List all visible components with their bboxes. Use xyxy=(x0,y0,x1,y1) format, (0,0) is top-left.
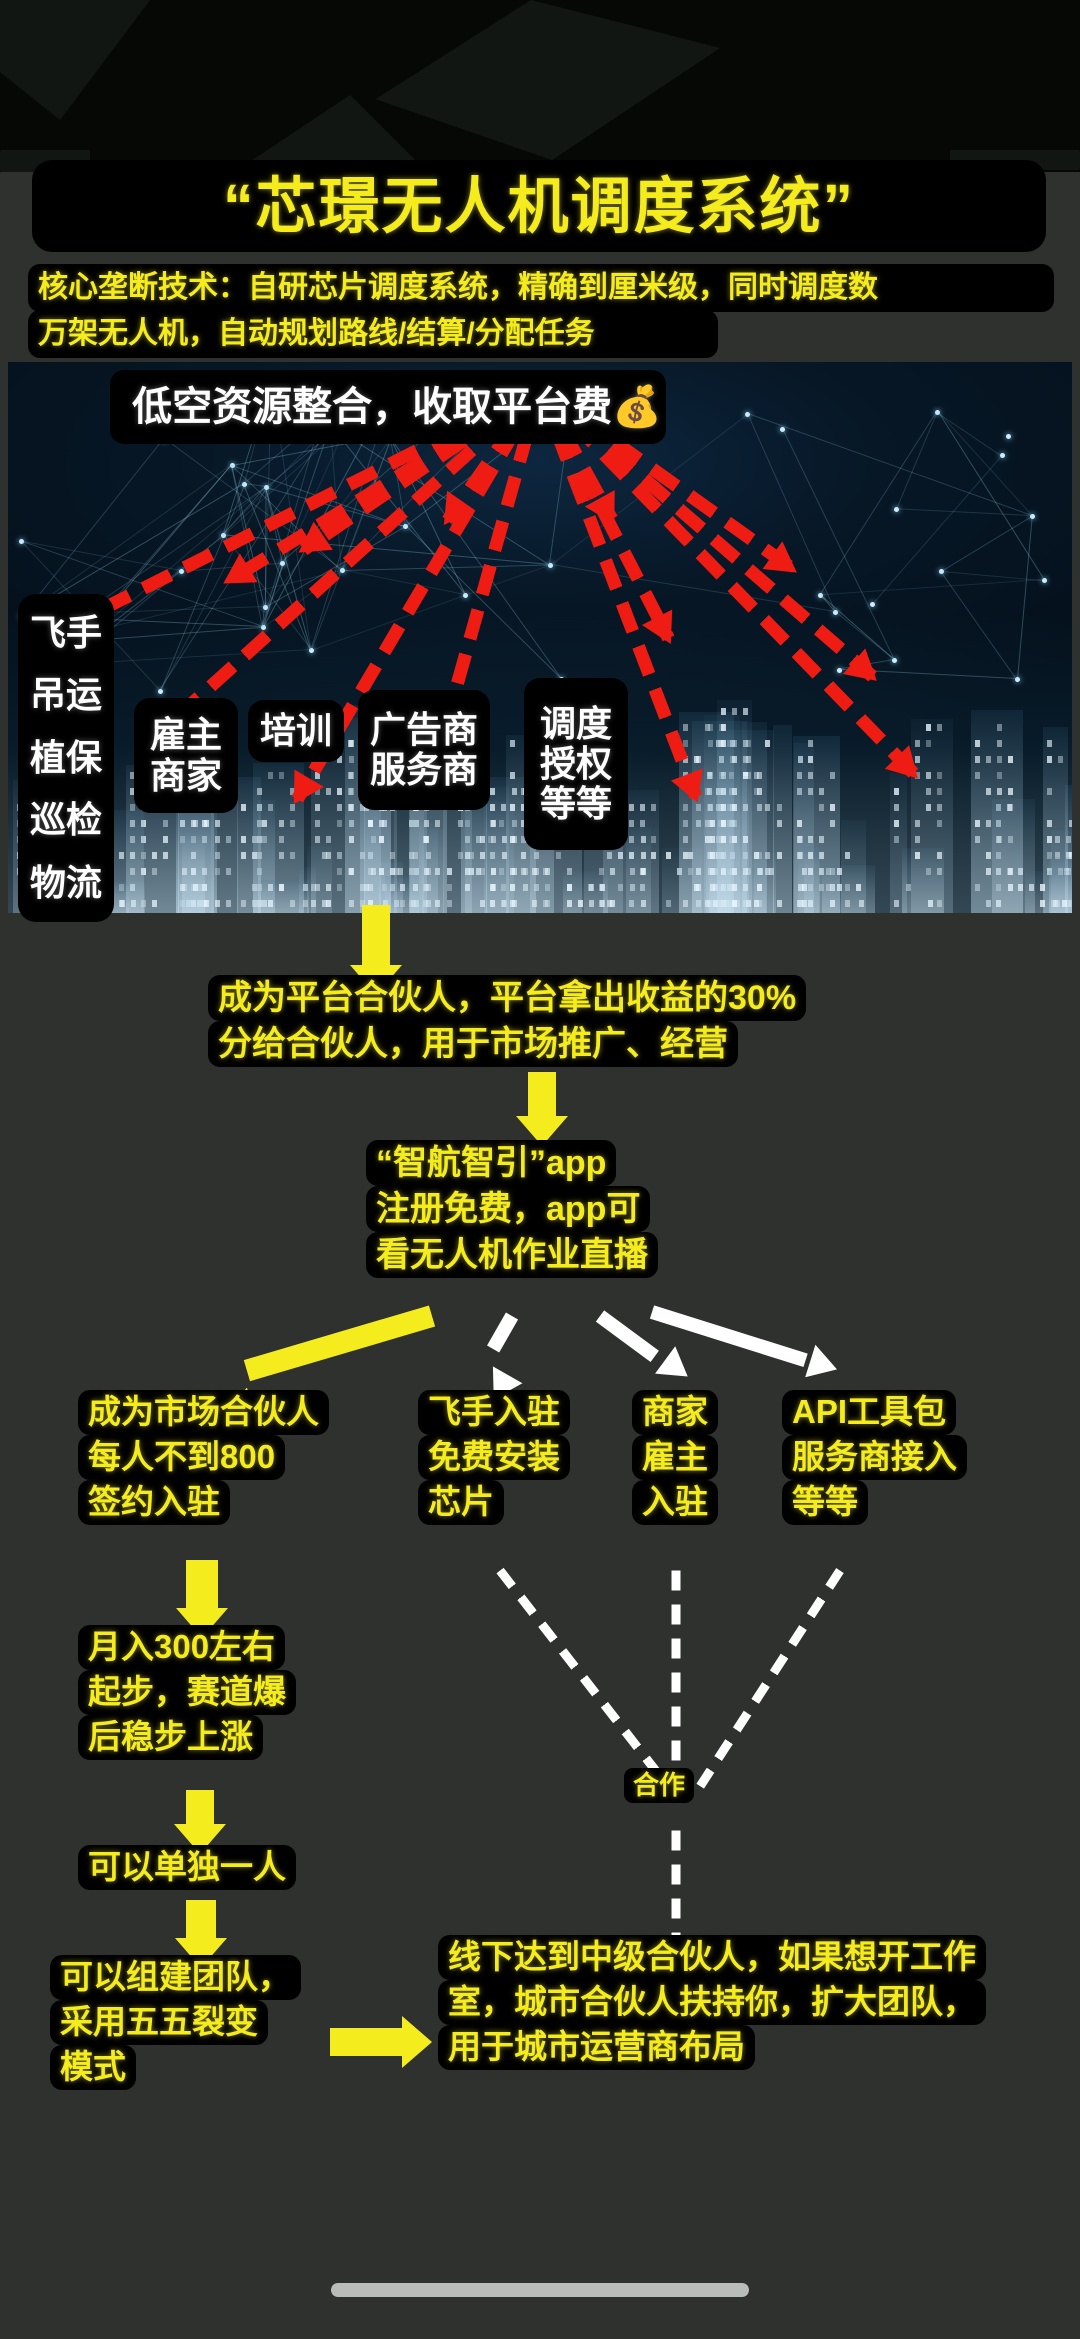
flow-box-platform-partner: 成为平台合伙人，平台拿出收益的30% 分给合伙人，用于市场推广、经营 xyxy=(208,975,807,1068)
dashed-connector xyxy=(496,1567,672,1790)
flow-line: 模式 xyxy=(50,2044,136,2090)
connector-arrow xyxy=(330,2028,402,2056)
flow-line: 免费安装 xyxy=(418,1434,570,1480)
flow-line: 签约入驻 xyxy=(78,1479,230,1525)
flow-line: 服务商接入 xyxy=(782,1434,967,1480)
connector-arrow xyxy=(362,905,390,965)
hero-label-training-line: 培训 xyxy=(259,709,332,751)
hero-label-advertiser-line: 广告商 xyxy=(369,708,478,750)
connector-arrowhead xyxy=(805,1344,843,1386)
flow-line: 采用五五裂变 xyxy=(50,1999,268,2045)
flow-line: 线下达到中级合伙人，如果想开工作 xyxy=(438,1935,986,1980)
hero-label-advertiser: 广告商 服务商 xyxy=(358,690,490,810)
hero-label-flyer-line: 飞手 xyxy=(29,612,102,654)
flow-node-cooperation: 合作 xyxy=(624,1768,695,1803)
flow-box-city-operator: 线下达到中级合伙人，如果想开工作 室，城市合伙人扶持你，扩大团队， 用于城市运营… xyxy=(438,1935,986,2070)
connector-arrow xyxy=(528,1072,556,1116)
dashed-connector xyxy=(671,1830,681,1936)
flow-line: 飞手入驻 xyxy=(418,1390,570,1435)
flow-line: 合作 xyxy=(624,1768,695,1803)
dashed-connector xyxy=(671,1570,681,1787)
subtitle-line-2: 万架无人机，自动规划路线/结算/分配任务 xyxy=(28,310,718,358)
flow-line: “智航智引”app xyxy=(366,1140,617,1187)
connector-arrow xyxy=(486,1312,519,1353)
subtitle-line-2-text: 万架无人机，自动规划路线/结算/分配任务 xyxy=(38,317,595,350)
flow-line: 后稳步上涨 xyxy=(78,1714,263,1760)
flow-line: 商家 xyxy=(632,1390,718,1435)
flow-line: API工具包 xyxy=(782,1390,957,1435)
hero-label-training: 培训 xyxy=(248,700,344,762)
flow-line: 成为市场合伙人 xyxy=(78,1390,329,1435)
hero-label-dispatch-line: 等等 xyxy=(539,783,612,825)
hero-label-flyer: 飞手 吊运 植保 巡检 物流 xyxy=(18,594,114,922)
flow-box-app: “智航智引”app 注册免费，app可 看无人机作业直播 xyxy=(366,1140,658,1279)
flow-line: 看无人机作业直播 xyxy=(366,1232,658,1279)
hero-label-employer-line: 商家 xyxy=(149,754,222,796)
flow-line: 可以单独一人 xyxy=(78,1845,296,1890)
flow-line: 室，城市合伙人扶持你，扩大团队， xyxy=(438,1979,986,2025)
decorative-shard xyxy=(0,0,150,120)
flow-line: 每人不到800 xyxy=(78,1434,286,1480)
hero-label-employer: 雇主 商家 xyxy=(134,698,238,813)
flow-line: 注册免费，app可 xyxy=(366,1186,651,1233)
flow-line: 等等 xyxy=(782,1479,868,1525)
page-title-text: “芯璟无人机调度系统” xyxy=(222,171,855,240)
hero-label-flyer-line: 物流 xyxy=(29,861,102,903)
hero-label-flyer-line: 吊运 xyxy=(29,674,102,716)
hero-banner-text: 低空资源整合，收取平台费💰 xyxy=(132,384,662,429)
subtitle-line-1-text: 核心垄断技术：自研芯片调度系统，精确到厘米级，同时调度数 xyxy=(38,271,878,304)
hero-label-advertiser-line: 服务商 xyxy=(369,749,478,790)
flow-line: 起步，赛道爆 xyxy=(78,1669,296,1715)
flow-line: 用于城市运营商布局 xyxy=(438,2024,755,2070)
page-title: “芯璟无人机调度系统” xyxy=(32,160,1046,252)
flow-box-api-toolkit: API工具包 服务商接入 等等 xyxy=(782,1390,967,1525)
connector-arrow xyxy=(186,1790,214,1824)
connector-arrow xyxy=(186,1560,218,1608)
hero-label-flyer-line: 巡检 xyxy=(29,799,102,841)
flow-box-merchant-join: 商家 雇主 入驻 xyxy=(632,1390,718,1525)
flow-line: 芯片 xyxy=(418,1479,504,1525)
hero-label-dispatch-line: 调度 xyxy=(539,702,612,744)
flow-line: 雇主 xyxy=(632,1434,718,1480)
flow-line: 可以组建团队， xyxy=(50,1955,301,2000)
flow-line: 入驻 xyxy=(632,1479,718,1525)
hero-label-dispatch: 调度 授权 等等 xyxy=(524,678,628,850)
flow-box-solo: 可以单独一人 xyxy=(78,1845,296,1890)
flow-line: 成为平台合伙人，平台拿出收益的30% xyxy=(208,975,807,1022)
flow-line: 月入300左右 xyxy=(78,1625,286,1670)
top-dark-area xyxy=(0,0,1080,175)
dashed-connector xyxy=(696,1568,844,1789)
home-indicator[interactable] xyxy=(331,2283,749,2297)
flow-box-monthly-income: 月入300左右 起步，赛道爆 后稳步上涨 xyxy=(78,1625,296,1760)
flow-box-market-partner: 成为市场合伙人 每人不到800 签约入驻 xyxy=(78,1390,329,1525)
hero-banner: 低空资源整合，收取平台费💰 xyxy=(110,370,666,444)
hero-label-dispatch-line: 授权 xyxy=(539,742,612,784)
hero-label-flyer-line: 植保 xyxy=(29,736,102,778)
subtitle-line-1: 核心垄断技术：自研芯片调度系统，精确到厘米级，同时调度数 xyxy=(28,264,1054,312)
connector-arrowhead xyxy=(402,2016,432,2068)
flow-line: 分给合伙人，用于市场推广、经营 xyxy=(208,1021,738,1068)
hero-label-employer-line: 雇主 xyxy=(149,714,222,756)
flow-box-flyer-join: 飞手入驻 免费安装 芯片 xyxy=(418,1390,570,1525)
connector-arrow xyxy=(186,1900,216,1938)
connector-arrow xyxy=(243,1305,436,1382)
connector-arrowhead xyxy=(655,1346,698,1391)
flow-box-team: 可以组建团队， 采用五五裂变 模式 xyxy=(50,1955,301,2090)
